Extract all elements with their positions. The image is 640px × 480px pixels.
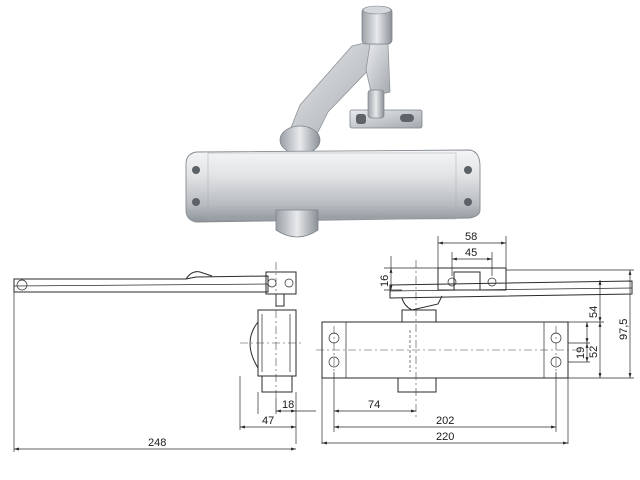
- dim-19: 19: [575, 347, 587, 359]
- dim-16: 16: [379, 275, 391, 287]
- dim-45: 45: [465, 247, 477, 259]
- dim-202: 202: [436, 415, 454, 427]
- dimension-labels: 18 47 248 58 45 16 54 97,5 19 52 74 202 …: [148, 231, 630, 449]
- dim-18: 18: [282, 399, 294, 411]
- closer-forearm: [365, 43, 391, 97]
- arm-shaft: [279, 125, 321, 155]
- dim-54: 54: [588, 306, 600, 318]
- dim-58: 58: [465, 231, 477, 243]
- dim-97-5: 97,5: [618, 319, 630, 340]
- bottom-shaft: [275, 209, 319, 238]
- front-view: [316, 236, 634, 445]
- closer-body: [185, 149, 481, 223]
- dim-248: 248: [148, 437, 166, 449]
- dim-52: 52: [588, 346, 600, 358]
- dim-47: 47: [262, 415, 274, 427]
- side-view: [13, 262, 316, 452]
- closer-render: [185, 5, 481, 238]
- dim-220: 220: [436, 431, 454, 443]
- dim-74: 74: [368, 399, 380, 411]
